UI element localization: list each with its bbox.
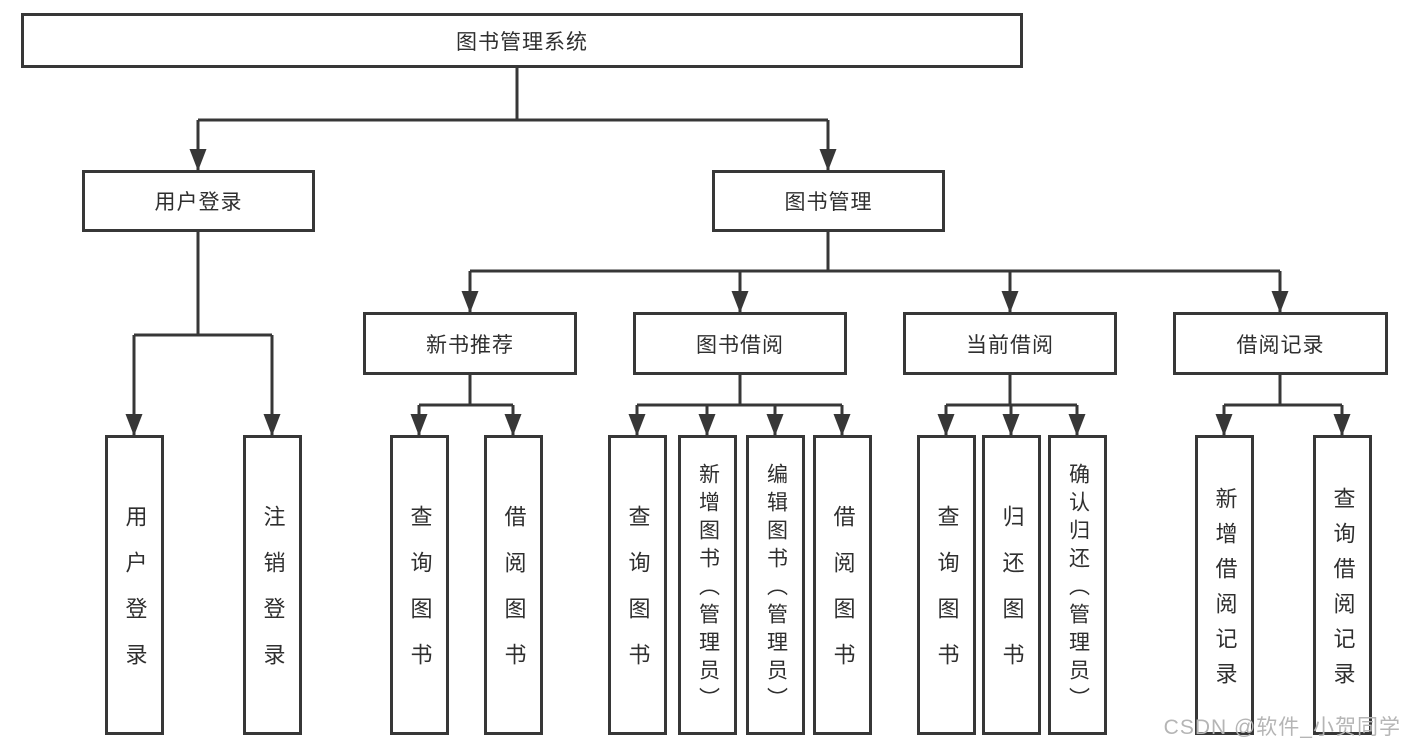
node-library-management-system: 图书管理系统 <box>21 13 1023 68</box>
csdn-watermark: CSDN @软件_小贺同学 <box>1163 716 1401 739</box>
leaf-label: 查询图书 <box>934 505 960 689</box>
leaf-logout: 注销登录 <box>243 435 302 735</box>
leaf-add-borrow-record: 新增借阅记录 <box>1195 435 1254 735</box>
node-current-borrow: 当前借阅 <box>903 312 1117 375</box>
leaf-borrow-book: 借阅图书 <box>813 435 872 735</box>
leaf-label: 编辑图书（管理员） <box>764 462 788 715</box>
leaf-label: 查询借阅记录 <box>1330 486 1356 697</box>
node-label: 图书管理 <box>784 191 873 214</box>
node-label: 新书推荐 <box>426 333 514 357</box>
leaf-add-book-admin: 新增图书（管理员） <box>678 435 737 735</box>
node-book-management: 图书管理 <box>712 170 945 232</box>
leaf-label: 查询图书 <box>625 505 651 689</box>
leaf-query-book: 查询图书 <box>608 435 667 735</box>
leaf-borrow-book: 借阅图书 <box>484 435 543 735</box>
node-label: 用户登录 <box>154 191 243 214</box>
leaf-confirm-return-admin: 确认归还（管理员） <box>1048 435 1107 735</box>
node-borrow-records: 借阅记录 <box>1173 312 1388 375</box>
node-label: 当前借阅 <box>966 333 1054 357</box>
leaf-label: 新增借阅记录 <box>1212 486 1238 697</box>
leaf-label: 确认归还（管理员） <box>1066 462 1090 715</box>
leaf-edit-book-admin: 编辑图书（管理员） <box>746 435 805 735</box>
node-label: 图书借阅 <box>696 333 784 357</box>
leaf-return-book: 归还图书 <box>982 435 1041 735</box>
leaf-query-borrow-record: 查询借阅记录 <box>1313 435 1372 735</box>
node-new-book-recommend: 新书推荐 <box>363 312 577 375</box>
leaf-label: 归还图书 <box>999 505 1025 689</box>
leaf-label: 借阅图书 <box>501 505 527 689</box>
leaf-label: 注销登录 <box>260 505 286 689</box>
leaf-query-book: 查询图书 <box>390 435 449 735</box>
node-label: 图书管理系统 <box>456 30 588 54</box>
node-user-login: 用户登录 <box>82 170 315 232</box>
leaf-label: 借阅图书 <box>830 505 856 689</box>
node-label: 借阅记录 <box>1236 333 1325 357</box>
node-book-borrow: 图书借阅 <box>633 312 847 375</box>
leaf-label: 用户登录 <box>122 505 148 689</box>
leaf-label: 新增图书（管理员） <box>696 462 720 715</box>
leaf-query-book: 查询图书 <box>917 435 976 735</box>
leaf-user-login: 用户登录 <box>105 435 164 735</box>
leaf-label: 查询图书 <box>407 505 433 689</box>
